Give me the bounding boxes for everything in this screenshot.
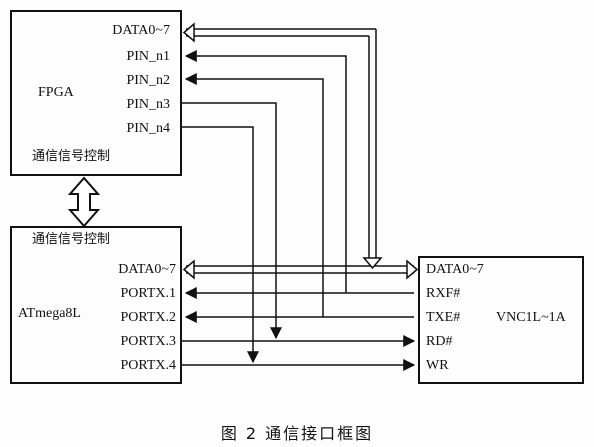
vnc-pin-wr: WR: [426, 358, 449, 373]
data-bus-arrow-atmega: [182, 259, 195, 280]
fpga-block: [10, 10, 182, 176]
atmega-pin-portx2: PORTX.2: [120, 310, 176, 325]
data-bus: [186, 28, 414, 274]
atmega-name: ATmega8L: [18, 306, 81, 321]
wire-pin-n2: [184, 73, 324, 317]
fpga-pin-n2: PIN_n2: [126, 73, 170, 88]
data-bus-arrow-fpga: [182, 22, 195, 43]
fpga-pin-n4: PIN_n4: [126, 121, 170, 136]
atmega-ctrl-label: 通信信号控制: [32, 232, 111, 247]
wire-pin-n4: [182, 126, 259, 364]
fpga-pin-n3: PIN_n3: [126, 97, 170, 112]
atmega-pin-portx4: PORTX.4: [120, 358, 176, 373]
data-bus-arrow-vnc: [406, 259, 419, 280]
figure-caption: 图 2 通信接口框图: [220, 424, 374, 443]
atmega-pin-portx1: PORTX.1: [120, 286, 176, 301]
fpga-pin-data: DATA0~7: [112, 23, 170, 38]
fpga-atmega-bus-arrow: [67, 176, 101, 228]
vnc-pin-data: DATA0~7: [426, 262, 484, 277]
data-bus-arrow-down: [362, 257, 383, 270]
atmega-pin-data: DATA0~7: [118, 262, 176, 277]
vnc-pin-txe: TXE#: [426, 310, 461, 325]
fpga-ctrl-label: 通信信号控制: [32, 149, 111, 164]
wire-pin-n1: [184, 50, 347, 293]
wire-pin-n3: [182, 102, 282, 340]
atmega-block: [10, 226, 182, 384]
vnc-pin-rxf: RXF#: [426, 286, 461, 301]
vnc-pin-rd: RD#: [426, 334, 453, 349]
fpga-pin-n1: PIN_n1: [126, 49, 170, 64]
fpga-name: FPGA: [38, 85, 74, 100]
vnc-name: VNC1L~1A: [496, 310, 566, 325]
vnc-block: [418, 256, 584, 384]
atmega-pin-portx3: PORTX.3: [120, 334, 176, 349]
